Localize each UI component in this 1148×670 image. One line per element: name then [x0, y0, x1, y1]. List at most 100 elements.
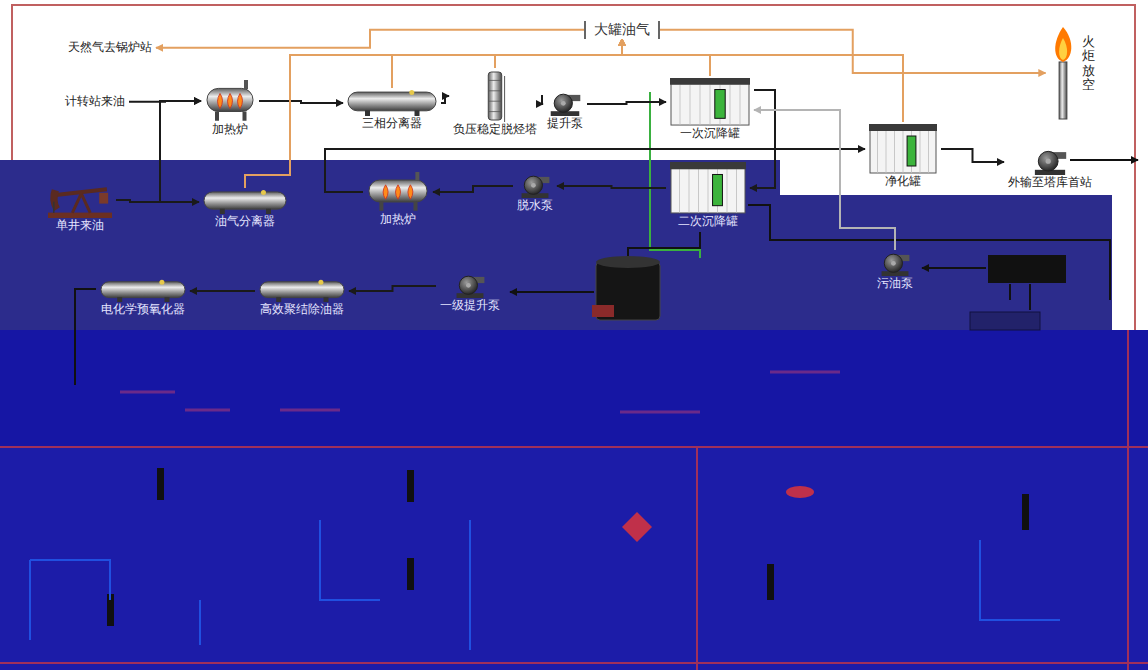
- storage-tank-roof: [596, 256, 660, 268]
- flare-stack: [1059, 62, 1067, 119]
- pipe-connector: [190, 290, 255, 292]
- faint-column: [157, 468, 164, 500]
- heater-stack: [415, 172, 419, 181]
- pipe-connector: [495, 39, 622, 69]
- tank-stripe: [700, 85, 701, 125]
- vessel-leg: [415, 110, 420, 116]
- column-body: [488, 72, 501, 120]
- terminal-node: 天然气去锅炉站: [64, 38, 156, 58]
- vessel-body: [348, 92, 436, 111]
- obscured-band: [0, 160, 780, 330]
- vessel-leg: [324, 297, 329, 302]
- heater-leg: [243, 112, 247, 121]
- tank-level: [713, 174, 723, 205]
- pumpjack-frame: [72, 194, 90, 213]
- tank-stripe: [877, 131, 878, 173]
- equipment-node: 单井来油: [44, 180, 116, 236]
- tank-stripe: [894, 131, 895, 173]
- heater-leg: [414, 202, 418, 211]
- tank-symbol: [670, 162, 746, 214]
- terminal-node: 大罐油气: [584, 21, 660, 39]
- pipe-connector: [245, 39, 622, 189]
- vessel-nozzle: [159, 280, 164, 285]
- tank-symbol: [869, 124, 937, 174]
- equipment-box: [970, 312, 1040, 330]
- export-line: [1070, 159, 1138, 161]
- vessel-leg: [276, 297, 281, 302]
- flare-core: [1059, 38, 1067, 60]
- node-label: 油气分离器: [215, 214, 275, 230]
- pump-symbol: [519, 174, 551, 198]
- tank-stripe: [928, 131, 929, 173]
- node-label: 一级提升泵: [440, 298, 500, 314]
- node-label: 三相分离器: [362, 116, 422, 132]
- tank-roof: [670, 78, 750, 85]
- pump-casing: [884, 254, 902, 272]
- faint-column: [407, 558, 414, 590]
- tank-level: [907, 136, 916, 166]
- equipment-node: 加热炉: [363, 170, 433, 230]
- node-label: 电化学预氧化器: [101, 302, 185, 318]
- heater-leg: [379, 202, 383, 211]
- column-tray: [488, 80, 501, 81]
- faint-blob: [786, 486, 814, 498]
- vessel-nozzle: [409, 90, 414, 95]
- vessel-leg: [165, 297, 170, 302]
- equipment-node: 一次沉降罐: [666, 76, 754, 144]
- tank-stripe: [689, 169, 690, 212]
- equipment-node: 净化罐: [865, 122, 941, 192]
- equipment-node: 高效聚结除油器: [255, 278, 349, 320]
- pipe-connector: [156, 30, 584, 48]
- pump-symbol: [454, 274, 486, 298]
- pump-symbol: [548, 92, 582, 116]
- pipe-line: [748, 205, 1110, 300]
- node-label: 负压稳定脱烃塔: [453, 122, 537, 138]
- tank-stripe: [920, 131, 921, 173]
- tank-stripe: [727, 169, 728, 212]
- heater-flame: [383, 185, 388, 199]
- vessel-symbol: [347, 90, 437, 116]
- pump-hub: [561, 101, 566, 106]
- heater-flame: [218, 93, 223, 108]
- pipe-line: [510, 291, 594, 293]
- pipe-connector: [441, 96, 449, 103]
- heater-leg: [215, 112, 219, 121]
- pipe-connector: [349, 286, 436, 291]
- tank-stripe: [730, 85, 731, 125]
- vessel-body: [204, 192, 286, 209]
- tank-stripe: [740, 85, 741, 125]
- vessel-nozzle: [318, 280, 323, 285]
- vessel-leg: [365, 110, 370, 116]
- faint-column: [1022, 494, 1029, 530]
- heater-symbol: [367, 172, 429, 212]
- vessel-symbol: [259, 280, 345, 302]
- faint-pipe: [30, 520, 1060, 650]
- pipe-connector: [160, 101, 201, 202]
- node-label: 单井来油: [56, 218, 104, 234]
- obscured-band: [0, 448, 1148, 670]
- equipment-node: 污油泵: [873, 250, 917, 294]
- tank-stripe: [708, 169, 709, 212]
- vessel-leg: [266, 209, 271, 214]
- node-label: 加热炉: [212, 122, 248, 138]
- pipe-connector: [557, 186, 666, 188]
- equipment-box: [988, 255, 1066, 283]
- column-tray: [488, 101, 501, 102]
- pump-hub: [1046, 159, 1051, 164]
- node-label: 计转站来油: [65, 94, 125, 110]
- tank-stripe: [679, 169, 680, 212]
- pump-casing: [1038, 151, 1058, 171]
- node-label: 提升泵: [547, 116, 583, 132]
- heater-flame: [408, 185, 413, 199]
- heater-symbol: [205, 80, 255, 122]
- node-label: 污油泵: [877, 276, 913, 292]
- node-label: 加热炉: [380, 212, 416, 228]
- tank-base: [592, 305, 614, 317]
- pump-hub: [891, 261, 896, 266]
- equipment-node: 脱水泵: [513, 172, 557, 216]
- node-label: 二次沉降罐: [678, 214, 738, 230]
- flame-symbol: [1050, 27, 1076, 119]
- vessel-symbol: [203, 190, 287, 214]
- equipment-node: 加热炉: [201, 78, 259, 140]
- faint-column: [767, 564, 774, 600]
